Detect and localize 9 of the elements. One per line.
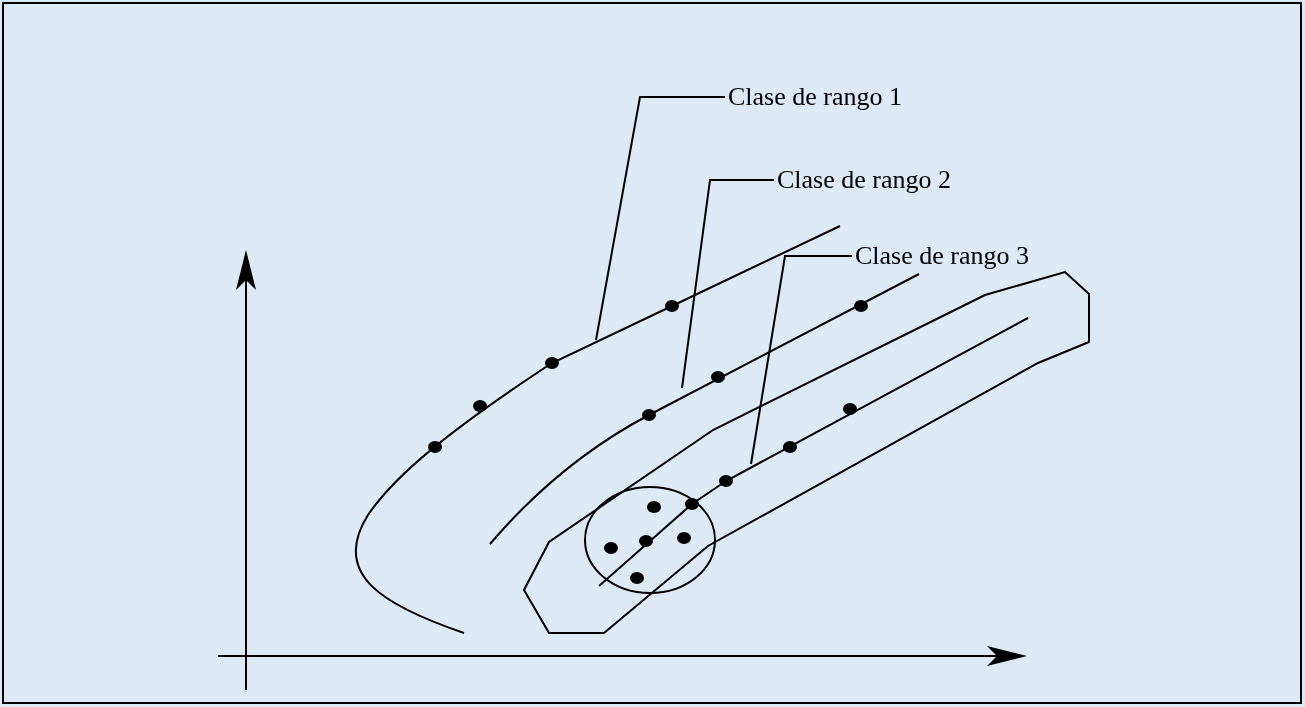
leader-line	[750, 255, 853, 465]
leader-line	[681, 179, 775, 389]
rank-curve	[354, 225, 841, 634]
rank-curve	[598, 317, 1029, 587]
leader-line	[595, 96, 726, 341]
class-label: Clase de rango 2	[777, 165, 951, 195]
rank-curve	[489, 273, 920, 545]
class-label: Clase de rango 3	[855, 241, 1029, 271]
class-label: Clase de rango 1	[728, 82, 902, 112]
